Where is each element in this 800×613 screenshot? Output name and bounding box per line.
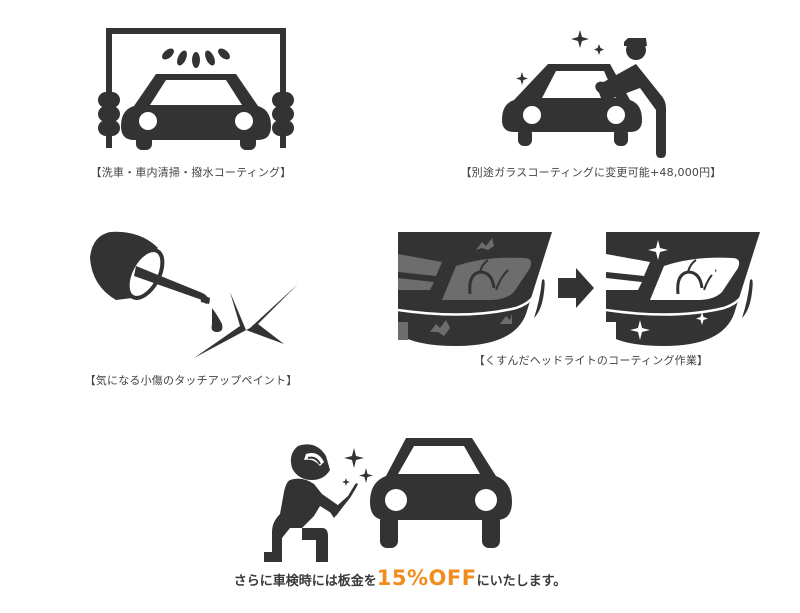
service-car-wash (96, 20, 296, 170)
caption-glass-coating: 【別途ガラスコーティングに変更可能+48,000円】 (460, 166, 722, 179)
sparkle-icon (342, 448, 373, 486)
arrow-right-icon (558, 268, 594, 308)
caption-touch-up-paint: 【気になる小傷のタッチアップペイント】 (84, 374, 298, 387)
headlight-before-after-icon (397, 232, 760, 346)
promo-discount: 15%OFF (376, 566, 477, 590)
caption-headlight-coating: 【くすんだヘッドライトのコーティング作業】 (473, 354, 709, 367)
caption-car-wash: 【洗車・車内清掃・撥水コーティング】 (90, 166, 292, 179)
headlight-after-icon (605, 232, 760, 346)
sheet-metal-welding-icon (264, 438, 512, 562)
glass-coating-icon (502, 30, 666, 158)
headlight-before-icon (397, 232, 552, 346)
sparkle-icon (617, 240, 721, 340)
promo-prefix: さらに車検時には板金を (233, 574, 377, 589)
promo-message: さらに車検時には板金を15%OFFにいたします。 (0, 566, 800, 590)
service-headlight-coating (396, 228, 768, 350)
touch-up-paint-icon (90, 231, 298, 358)
promo-sheet-metal (262, 436, 530, 564)
service-touch-up-paint (88, 228, 308, 363)
car-wash-icon (98, 28, 294, 150)
service-glass-coating (500, 28, 680, 158)
promo-suffix: にいたします。 (476, 574, 567, 589)
